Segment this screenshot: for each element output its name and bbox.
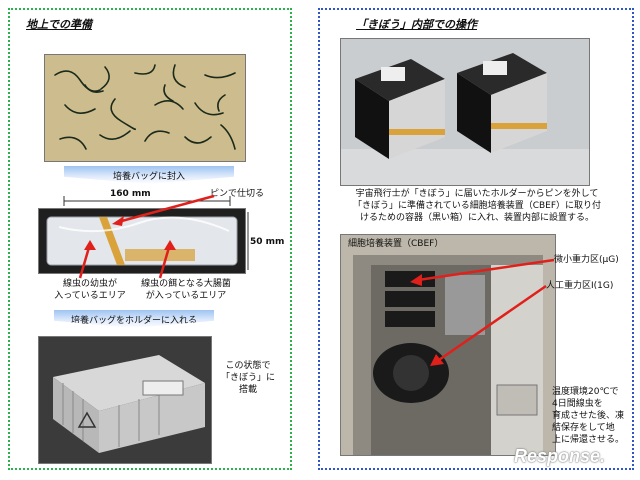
procedure-line3: けるための容器（黒い箱）に入れ、装置内部に設置する。 [359, 213, 595, 223]
cbef-label: 細胞培養装置（CBEF） [348, 239, 444, 249]
bag-width-label: 160 mm [110, 189, 151, 199]
worms-illustration [45, 55, 245, 161]
holder-photo [38, 336, 212, 464]
artificial-gravity-label: 人工重力区I(1G) [546, 281, 614, 291]
temperature-line5: 上に帰還させる。 [552, 435, 625, 445]
holder-insert-arrow: 培養バッグをホルダーに入れる [54, 310, 214, 328]
astronaut-procedure-text: 宇宙飛行士が「きぼう」に届いたホルダーからピンを外して 「きぼう」に準備されてい… [324, 188, 630, 224]
holder-insert-label: 培養バッグをホルダーに入れる [70, 315, 197, 326]
temperature-line4: 結保存をして地 [552, 423, 615, 433]
launch-state-line3: 搭載 [238, 385, 257, 395]
larva-area-label-line2: 入っているエリア [54, 291, 126, 301]
holders-in-boxes-illustration [341, 39, 589, 185]
ground-prep-panel: 地上での準備 培養バッグに封入 160 mm ピンで仕切る [8, 8, 292, 470]
ground-prep-title: 地上での準備 [26, 18, 92, 31]
culture-bag-photo [38, 208, 246, 274]
pin-pointer-arrow [112, 194, 215, 226]
procedure-line1: 宇宙飛行士が「きぼう」に届いたホルダーからピンを外して [355, 189, 599, 199]
seal-in-bag-arrow: 培養バッグに封入 [64, 166, 234, 184]
larva-area-label-line1: 線虫の幼虫が [62, 279, 117, 289]
holders-in-boxes-photo [340, 38, 590, 186]
bacteria-area-label-line1: 線虫の餌となる大腸菌 [141, 279, 231, 289]
seal-in-bag-label: 培養バッグに封入 [112, 171, 185, 182]
temperature-line2: 4日間線虫を [552, 399, 603, 409]
temperature-note: 温度環境20℃で 4日間線虫を 育成させた後、凍 結保存をして地 上に帰還させる… [552, 386, 630, 446]
kibo-operation-panel: 「きぼう」内部での操作 宇宙飛行士が「きぼう」に届いたホルダーからピンを外して … [318, 8, 634, 470]
cbef-illustration [341, 235, 555, 455]
cbef-photo [340, 234, 556, 456]
response-watermark: Response. [514, 446, 606, 466]
launch-state-note: この状態で 「きぼう」に 搭載 [216, 360, 280, 396]
worms-photo [44, 54, 246, 162]
gravity-pointer-arrows [410, 258, 555, 366]
launch-state-line2: 「きぼう」に [220, 373, 275, 383]
procedure-line2: 「きぼう」に準備されている細胞培養装置（CBEF）に取り付 [352, 201, 602, 211]
bag-width-dimension [63, 196, 231, 206]
holder-illustration [39, 337, 211, 463]
bacteria-area-label: 線虫の餌となる大腸菌 が入っているエリア [128, 278, 244, 302]
bacteria-area-label-line2: が入っているエリア [145, 291, 227, 301]
temperature-line1: 温度環境20℃で [552, 387, 619, 397]
larva-area-label: 線虫の幼虫が 入っているエリア [52, 278, 128, 302]
pin-label: ピンで仕切る [210, 189, 265, 199]
bag-height-dimension [247, 212, 249, 270]
launch-state-line1: この状態で [225, 361, 271, 371]
temperature-line3: 育成させた後、凍 [552, 411, 625, 421]
kibo-operation-title: 「きぼう」内部での操作 [356, 18, 477, 31]
bag-height-label: 50 mm [250, 237, 285, 247]
micro-gravity-label: 微小重力区(μG) [554, 255, 619, 265]
culture-bag-illustration [39, 209, 245, 273]
label-pointer-arrows [78, 240, 176, 279]
